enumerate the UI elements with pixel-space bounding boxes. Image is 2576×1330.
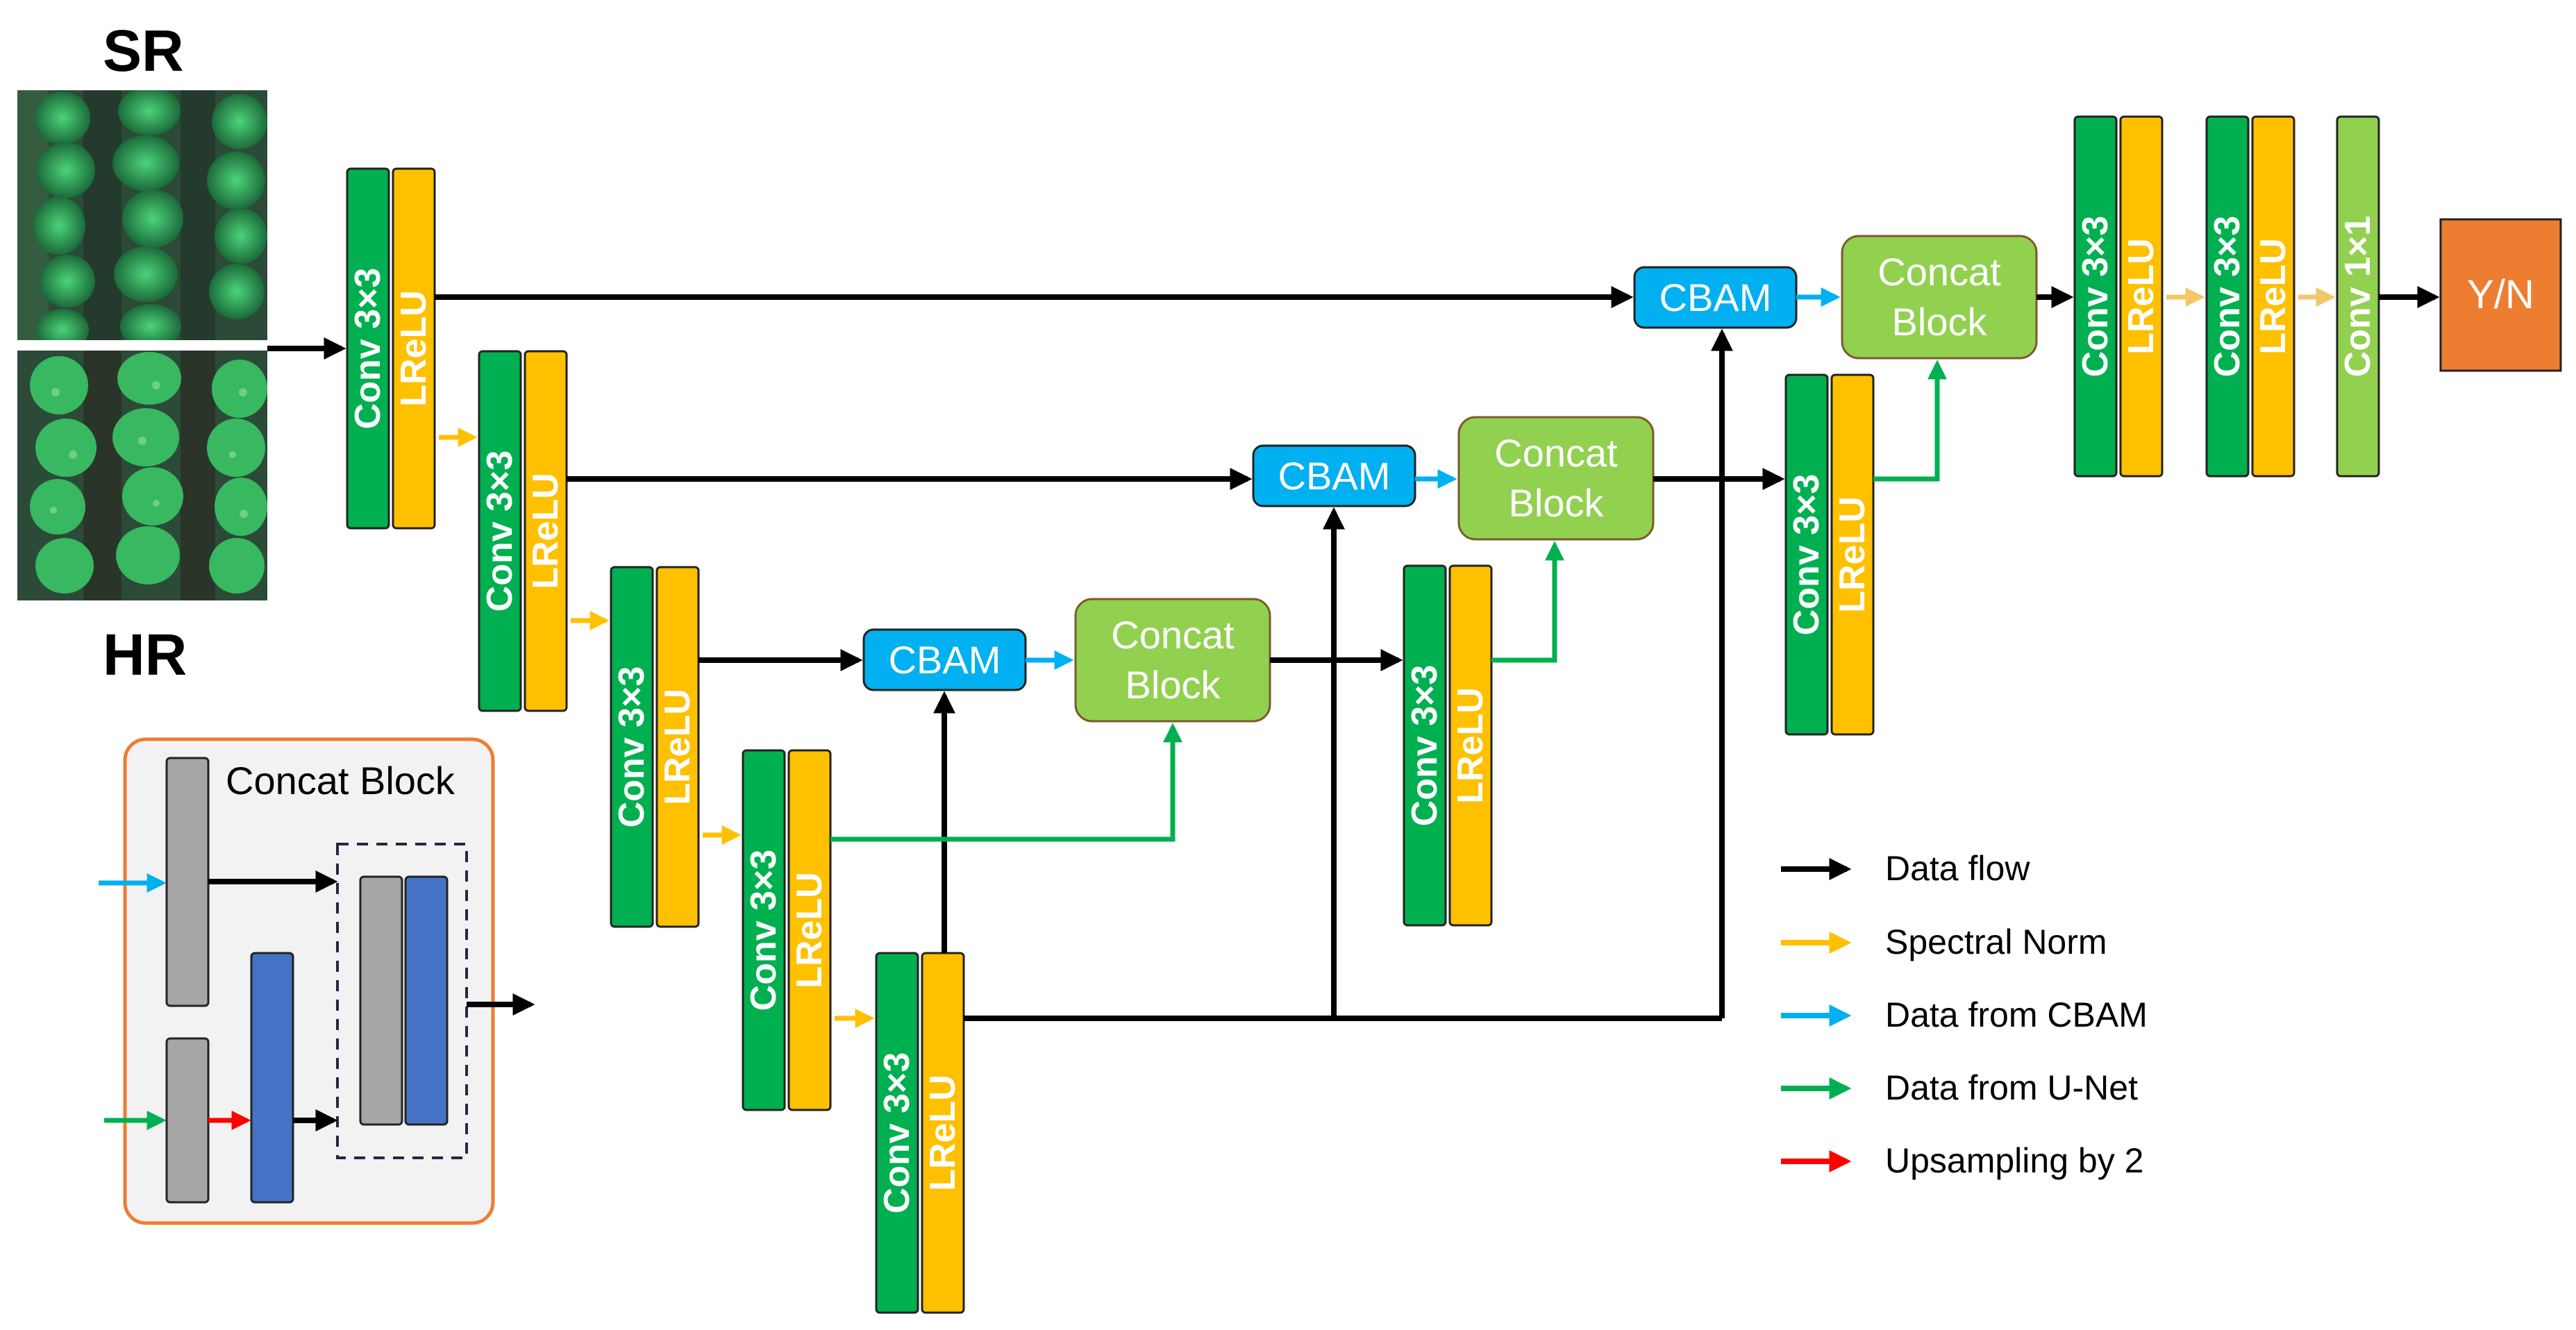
- legend-label-data-flow: Data flow: [1885, 849, 2030, 888]
- legend-label-unet: Data from U-Net: [1885, 1068, 2138, 1107]
- encoder-1-conv-label: Conv 3×3: [348, 267, 388, 430]
- head-2-act-label: LReLU: [2253, 238, 2293, 355]
- output-label: Y/N: [2467, 272, 2534, 317]
- legend-arrows: [1781, 858, 1852, 1172]
- legend-label-upsampling: Upsampling by 2: [1885, 1141, 2144, 1180]
- cbam-label-3: CBAM: [1659, 275, 1772, 319]
- encoder-4-conv-label: Conv 3×3: [744, 849, 784, 1011]
- head-1-conv-label: Conv 3×3: [2075, 215, 2116, 378]
- sr-image: [17, 90, 267, 340]
- unet-arrows: [830, 360, 1947, 842]
- legend-label-cbam: Data from CBAM: [1885, 995, 2148, 1034]
- concat-label-2: Concat Block: [1459, 417, 1653, 539]
- concat-label-3-line1: Concat: [1877, 250, 2001, 294]
- sr-label: SR: [103, 18, 184, 83]
- head-block-1: [2073, 115, 2164, 478]
- concat-label-3-line2: Block: [1891, 300, 1987, 344]
- encoder-3-conv-label: Conv 3×3: [612, 666, 652, 828]
- encoder-1-act-label: LReLU: [394, 290, 434, 407]
- concat-label-3: Concat Block: [1842, 236, 2036, 358]
- concat-label-1: Concat Block: [1076, 599, 1270, 721]
- encoder-block-2: [478, 350, 568, 712]
- encoder-block-4: [742, 749, 832, 1111]
- concat-label-2-line2: Block: [1508, 481, 1604, 525]
- decoder-2-conv-label: Conv 3×3: [1787, 473, 1827, 636]
- decoder-block-2: [1784, 373, 1875, 736]
- encoder-5-conv-label: Conv 3×3: [877, 1052, 917, 1214]
- encoder-2-conv-label: Conv 3×3: [480, 450, 520, 612]
- head-1-act-label: LReLU: [2121, 238, 2161, 355]
- inset-title: Concat Block: [226, 759, 455, 802]
- spectral-norm-arrows: [439, 428, 875, 1028]
- head-block-2: [2205, 115, 2295, 478]
- hr-image: [17, 351, 267, 600]
- encoder-4-act-label: LReLU: [789, 872, 830, 988]
- concat-block-inset: [99, 737, 535, 1225]
- decoder-1-act-label: LReLU: [1450, 687, 1491, 804]
- cbam-arrows: [1026, 287, 1841, 670]
- head-3-conv-label: Conv 1×1: [2338, 215, 2378, 378]
- output-box: [2439, 218, 2562, 372]
- concat-label-2-line1: Concat: [1494, 431, 1618, 475]
- data-flow-arrows: [267, 286, 2440, 1021]
- encoder-5-act-label: LReLU: [923, 1075, 963, 1191]
- hr-label: HR: [103, 622, 187, 687]
- concat-label-1-line2: Block: [1125, 663, 1221, 707]
- decoder-1-conv-label: Conv 3×3: [1405, 664, 1445, 827]
- encoder-block-5: [875, 952, 965, 1314]
- concat-label-1-line1: Concat: [1111, 613, 1235, 657]
- encoder-block-1: [346, 167, 436, 530]
- cbam-label-1: CBAM: [888, 637, 1001, 682]
- legend-label-spectral-norm: Spectral Norm: [1885, 923, 2107, 961]
- cbam-label-2: CBAM: [1278, 453, 1391, 498]
- encoder-block-3: [610, 566, 700, 928]
- head-2-conv-label: Conv 3×3: [2207, 215, 2248, 378]
- decoder-block-1: [1403, 564, 1493, 927]
- encoder-2-act-label: LReLU: [526, 473, 566, 589]
- cbam-box-2: [1252, 444, 1416, 507]
- encoder-3-act-label: LReLU: [658, 689, 698, 805]
- decoder-2-act-label: LReLU: [1832, 496, 1873, 613]
